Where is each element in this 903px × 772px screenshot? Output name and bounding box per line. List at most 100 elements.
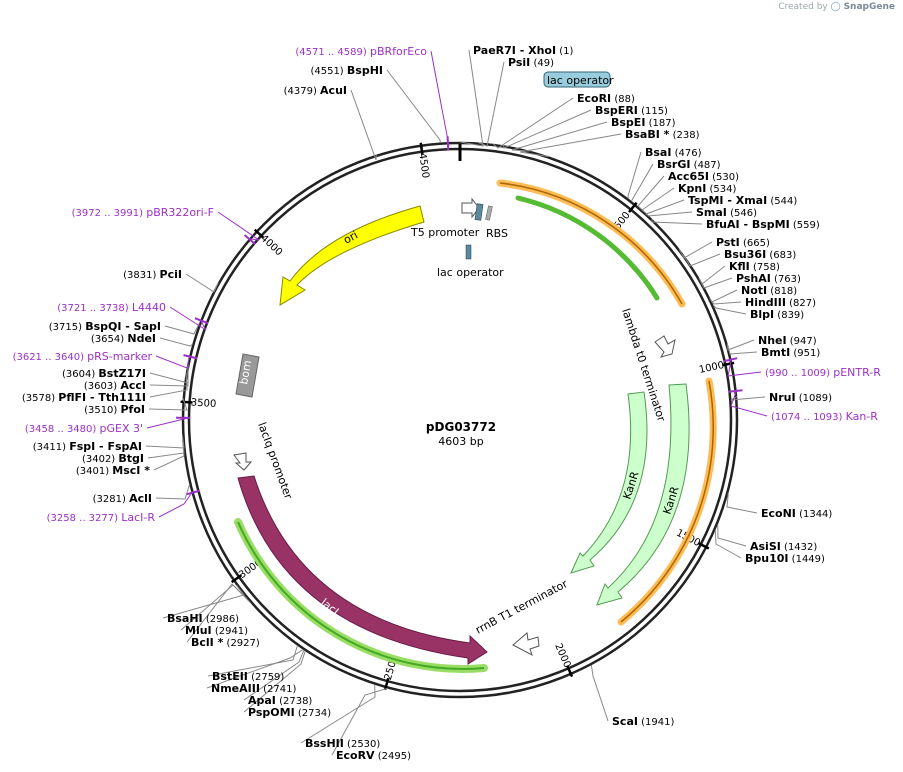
enzyme-label: TspMI - XmaI (544) [688,194,797,207]
leader-line [726,492,758,514]
enzyme-name: PstI [716,236,740,249]
enzyme-pos: (2759) [248,672,285,683]
enzyme-label: BspEI (187) [611,116,676,129]
enzyme-name: AccI [120,379,146,392]
leader-line [243,649,305,701]
enzyme-label: BmtI (951) [761,346,820,359]
leader-line [206,649,304,689]
snapgene-credit: Created by ◯ SnapGene [778,2,895,12]
enzyme-name: ApaI [248,694,276,707]
enzyme-label: BspERI (115) [595,104,668,117]
leader-line [478,61,505,147]
enzyme-label: BssHII (2530) [305,737,380,750]
enzyme-name: BclI * [191,636,224,649]
primer-name: pGEX 3' [99,422,143,435]
primer-name: pBRforEco [370,45,427,58]
tick-label-1000: 1000 [698,360,725,376]
enzyme-pos: (947) [787,336,817,347]
enzyme-pos: (763) [771,274,801,285]
enzyme-name: Bsu36I [724,248,766,261]
leader-line [145,435,185,449]
enzyme-label: Bsu36I (683) [724,248,796,261]
tick-3500 [180,400,193,404]
tick-label-4000: 4000 [258,233,284,258]
enzyme-label: PstI (665) [716,236,770,249]
leader-line [331,687,388,756]
leader-line [647,211,693,217]
primer-label: (1074 .. 1093) Kan-R [771,410,878,423]
leader-line [717,524,747,547]
enzyme-label: (3578) PflFI - Tth111I [22,391,146,404]
enzyme-label: ApaI (2738) [248,694,312,707]
tick-label-4500: 4500 [416,152,430,179]
enzyme-label: (3401) MscI * [76,464,150,477]
enzyme-name: PfoI [121,403,146,416]
enzyme-pos: (546) [727,208,757,219]
enzyme-name: MscI * [112,464,150,477]
enzyme-name: Bpu10I [745,552,789,565]
primer-name: LacI-R [121,511,155,524]
leader-line [386,69,441,143]
enzyme-pos: (3281) [93,494,129,505]
enzyme-pos: (4379) [284,86,320,97]
primer-name: pENTR-R [833,366,881,379]
enzyme-name: AsiSI [750,540,781,553]
orange-band-right-line [620,380,714,623]
leader-line [727,359,762,377]
leader-line [712,304,747,315]
enzyme-name: NotI [741,284,767,297]
enzyme-name: FspI [69,440,95,453]
enzyme-pos: (476) [671,148,701,159]
leader-line [511,121,608,152]
snapgene-logo-icon: ◯ [830,2,841,12]
primer-label: (990 .. 1009) pENTR-R [765,366,881,379]
primer-pos: (3458 .. 3480) [25,424,100,435]
enzyme-label: BstEII (2759) [212,670,284,683]
enzyme-label: HindIII (827) [745,296,816,309]
enzyme-name: NheI [758,334,787,347]
primer-name: Kan-R [846,410,879,423]
enzyme-name: BssHII [305,737,344,750]
orange-band-top-line [499,182,683,305]
enzyme-pos: (2530) [344,739,381,750]
credit-brand: SnapGene [843,2,895,12]
tick-1000 [722,361,735,367]
enzyme-name: BstZ17I [98,367,146,380]
primer-site-marker [194,317,209,325]
leader-line [641,187,675,214]
tick-4500 [419,142,424,155]
lambda-terminator-arrow [654,335,676,358]
enzyme-name: BfuAI [706,218,740,231]
enzyme-pos: (665) [740,238,770,249]
enzyme-pos: (3510) [84,405,120,416]
enzyme-name: - Tth111I [86,391,146,404]
ori-label: ori [341,228,360,246]
enzyme-name: SmaI [696,206,727,219]
enzyme-name: BspERI [595,104,638,117]
primer-label: (3972 .. 3991) pBR322ori-F [72,206,214,219]
leader-line [492,97,574,149]
enzyme-label: (3603) AccI [84,379,146,392]
rbs-label: RBS [486,227,508,240]
enzyme-label: NheI (947) [758,334,817,347]
enzyme-name: PciI [160,268,182,281]
leader-line [710,300,742,305]
leader-line [207,645,298,677]
enzyme-name: NruI [769,391,796,404]
enzyme-name: KflI [729,260,750,273]
enzyme-pos: (3401) [76,466,112,477]
enzyme-label: KflI (758) [729,260,780,273]
enzyme-pos: (3604) [62,369,98,380]
primer-label: (3458 .. 3480) pGEX 3' [25,422,143,435]
enzyme-name: - BspMI [740,218,790,231]
enzyme-label: (3604) BstZ17I [62,367,146,380]
green-arc-left-inner [237,521,485,670]
enzyme-name: EcoRI [577,92,611,105]
enzyme-label: BclI * (2927) [191,636,260,649]
enzyme-pos: (3715) [49,322,85,333]
enzyme-label: KpnI (534) [678,182,736,195]
plasmid-name: pDG03772 [426,420,496,434]
tick-3000 [230,574,243,584]
leader-line [460,49,484,147]
